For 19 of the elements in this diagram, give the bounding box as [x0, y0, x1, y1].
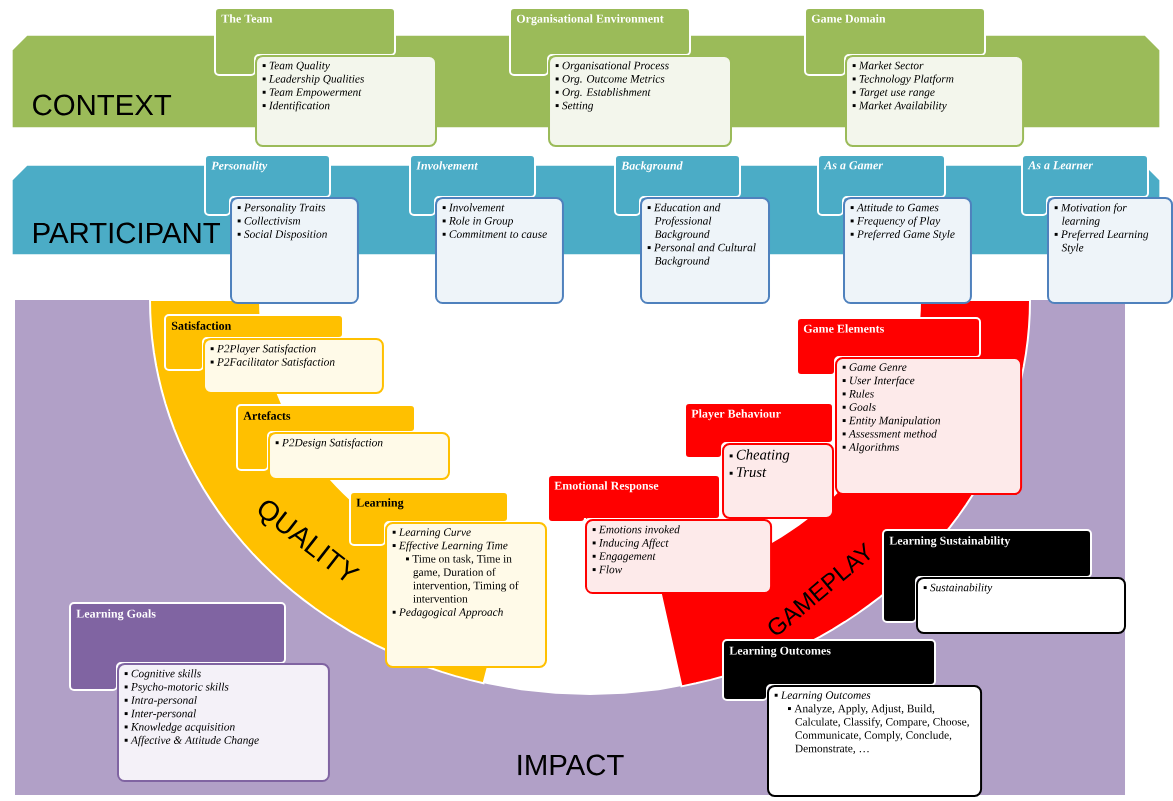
bullet-list-box: Organisational Process Org. Outcome Metrics Org. Establishment Setting — [548, 55, 732, 147]
bullet-list-box: Attitude to Games Frequency of Play Preferred Game Style — [843, 197, 972, 305]
bullet-list-box: Team Quality Leadership Qualities Team Empowerment Identification — [255, 55, 437, 147]
bullet-list-box: Sustainability — [916, 577, 1126, 634]
bullet-list-box: P2Player Satisfaction P2Facilitator Satisfaction — [203, 338, 384, 394]
bullet-list-box: Market Sector Technology Platform Target use range Market Availability — [845, 55, 1025, 147]
bullet-list-box: P2Design Satisfaction — [268, 432, 450, 480]
bullet-list-box: Education and Professional Background Personal and Cultural Background — [640, 197, 770, 305]
bullet-list-box: Cheating Trust — [722, 443, 834, 519]
bullet-list-box: Involvement Role in Group Commitment to cause — [435, 197, 564, 305]
bullet-list-box: Motivation for learning Preferred Learning Style — [1047, 197, 1173, 305]
bullet-list-box: Emotions invoked Inducing Affect Engagement Flow — [585, 519, 773, 595]
node-label: PARTICIPANT — [34, 222, 221, 244]
heading-tab: Emotional Response — [547, 474, 721, 524]
bullet-list-box: Learning Outcomes Analyze, Apply, Adjust, Build, Calculate, Classify, Compare, Choose, Communicate, Comply, Conclude, Demonstrate, … — [767, 685, 983, 797]
bullet-list-box: Cognitive skills Psycho-motoric skills Intra-personal Inter-personal Knowledge acquisition Affective & Attitude Change — [117, 663, 330, 783]
bullet-list-box: Personality Traits Collectivism Social Disposition — [230, 197, 359, 305]
bullet-list-box: Game Genre User Interface Rules Goals Entity Manipulation Assessment method Algorithms — [835, 357, 1023, 495]
bullet-list-box: Learning Curve Effective Learning Time Time on task, Time in game, Duration of intervention, Timing of intervention Pedagogical Approach — [385, 522, 547, 668]
